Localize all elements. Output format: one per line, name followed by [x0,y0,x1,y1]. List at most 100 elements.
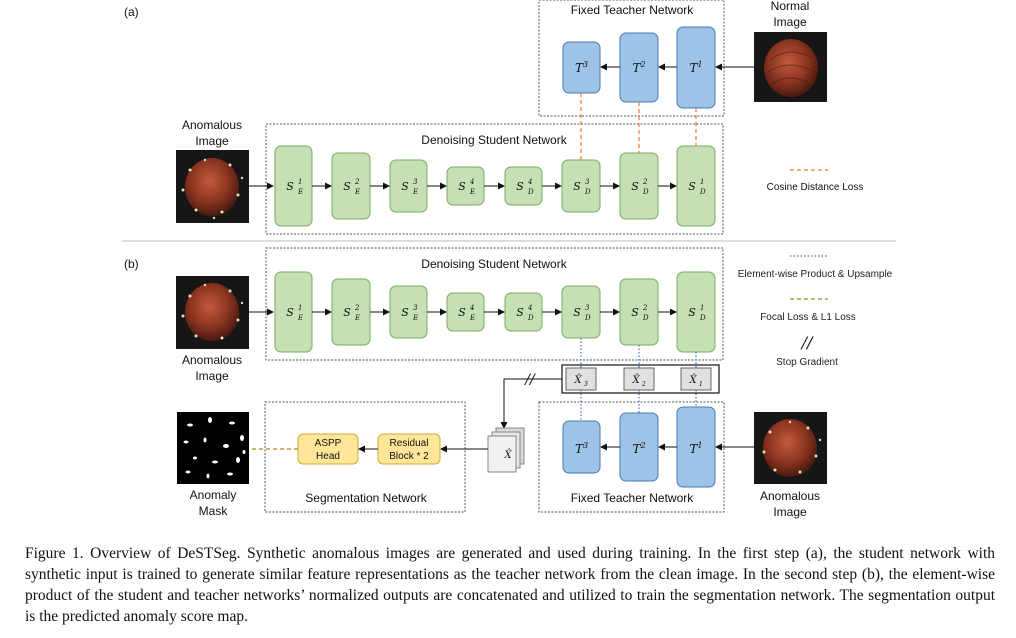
teacher-network-title-a: Fixed Teacher Network [571,3,694,17]
svg-text:D: D [527,188,534,196]
legend-stop-gradient-label: Stop Gradient [776,357,838,368]
svg-text:S: S [401,306,409,319]
svg-text:S: S [631,180,639,193]
svg-text:T1: T1 [689,60,702,75]
student-network-title-a: Denoising Student Network [421,133,567,147]
teacher-block-t2-a: T2 [619,32,659,103]
student-block-sd3-b: S 3 D [561,285,601,339]
svg-text:S: S [286,306,294,319]
svg-text:S: S [688,180,696,193]
svg-text:S: S [631,306,639,319]
segmentation-network-box [264,401,466,513]
svg-text:3: 3 [585,304,590,312]
svg-text:1: 1 [700,304,704,312]
teacher-block-t3-a: T3 [562,41,601,94]
student-block-sd4-b: S 4 D [504,292,543,332]
teacher-block-t1-a: T1 [676,26,716,109]
svg-text:4: 4 [469,304,474,312]
anomalous-image-b [176,276,249,349]
svg-text:1: 1 [298,178,302,186]
svg-text:D: D [584,314,591,322]
student-block-sd1-b: S 1 D [676,271,716,353]
student-block-se2-a: S 2 E [331,152,371,220]
student-block-sd4-a: S 4 D [504,166,543,206]
student-block-se1-a: S 1 E [274,145,313,227]
arrow-product-concat [500,378,562,429]
segmentation-network-title: Segmentation Network [305,491,427,505]
anomalous-image-a [176,150,249,223]
svg-text:S: S [458,306,466,319]
svg-text:1: 1 [699,381,703,388]
svg-text:X̂: X̂ [573,374,582,386]
legend-elementwise-label: Element-wise Product & Upsample [738,269,893,280]
svg-text:T2: T2 [632,441,645,456]
svg-text:S: S [343,180,351,193]
svg-text:2: 2 [642,304,648,312]
teacher-block-t2-b: T2 [619,412,659,482]
teacher-network-box-b [538,401,725,513]
product-block-x3: X̂ 3 [565,367,597,391]
svg-text:E: E [469,188,475,196]
anomaly-mask-image [177,412,249,484]
anomalous-image-right [754,412,827,484]
student-block-se1-b: S 1 E [274,271,313,353]
svg-text:E: E [354,314,360,322]
svg-text:E: E [469,314,475,322]
student-block-sd2-a: S 2 D [619,152,659,220]
student-network-box-b [265,247,724,361]
legend-focal-label: Focal Loss & L1 Loss [760,312,856,323]
stop-gradient-mark: // [523,372,536,388]
figure-diagram: (a) (b) Fixed Teacher Network T3 T2 T1 N… [122,0,896,519]
svg-text:S: S [573,180,581,193]
svg-text:E: E [354,188,360,196]
svg-text:S: S [573,306,581,319]
svg-text:4: 4 [527,178,532,186]
svg-text:S: S [516,180,524,193]
svg-text:D: D [699,314,706,322]
product-block-x2: X̂ 2 [623,367,655,391]
svg-text:E: E [412,188,418,196]
teacher-block-t3-b: T3 [562,420,601,474]
svg-text:E: E [412,314,418,322]
svg-text:S: S [343,306,351,319]
svg-text:2: 2 [354,178,360,186]
legend-cosine-label: Cosine Distance Loss [767,182,864,193]
student-network-title-b: Denoising Student Network [421,257,567,271]
svg-text:D: D [699,188,706,196]
svg-text:T3: T3 [575,60,588,75]
svg-text:S: S [286,180,294,193]
svg-text:T2: T2 [632,60,645,75]
svg-text:S: S [401,180,409,193]
concat-feature-stack: X̂ [487,427,525,473]
svg-text:2: 2 [642,178,648,186]
svg-text:D: D [642,314,649,322]
svg-text:X̂: X̂ [631,374,640,386]
svg-text:2: 2 [641,381,646,388]
svg-text:3: 3 [413,178,418,186]
svg-text:X̂: X̂ [688,374,697,386]
panel-a-label: (a) [124,5,139,19]
cosine-loss-links-a [580,93,697,160]
normal-image [754,32,827,102]
student-block-se4-a: S 4 E [446,166,485,206]
teacher-network-box-a [538,0,725,117]
student-block-sd1-a: S 1 D [676,145,716,227]
svg-text:3: 3 [584,381,588,388]
svg-text:T1: T1 [689,441,702,456]
svg-text:E: E [297,314,303,322]
student-block-se4-b: S 4 E [446,292,485,332]
svg-text:4: 4 [469,178,474,186]
student-block-se3-a: S 3 E [389,159,428,213]
teacher-network-title-b: Fixed Teacher Network [571,491,694,505]
svg-text:T3: T3 [575,441,588,456]
svg-text:2: 2 [354,304,360,312]
